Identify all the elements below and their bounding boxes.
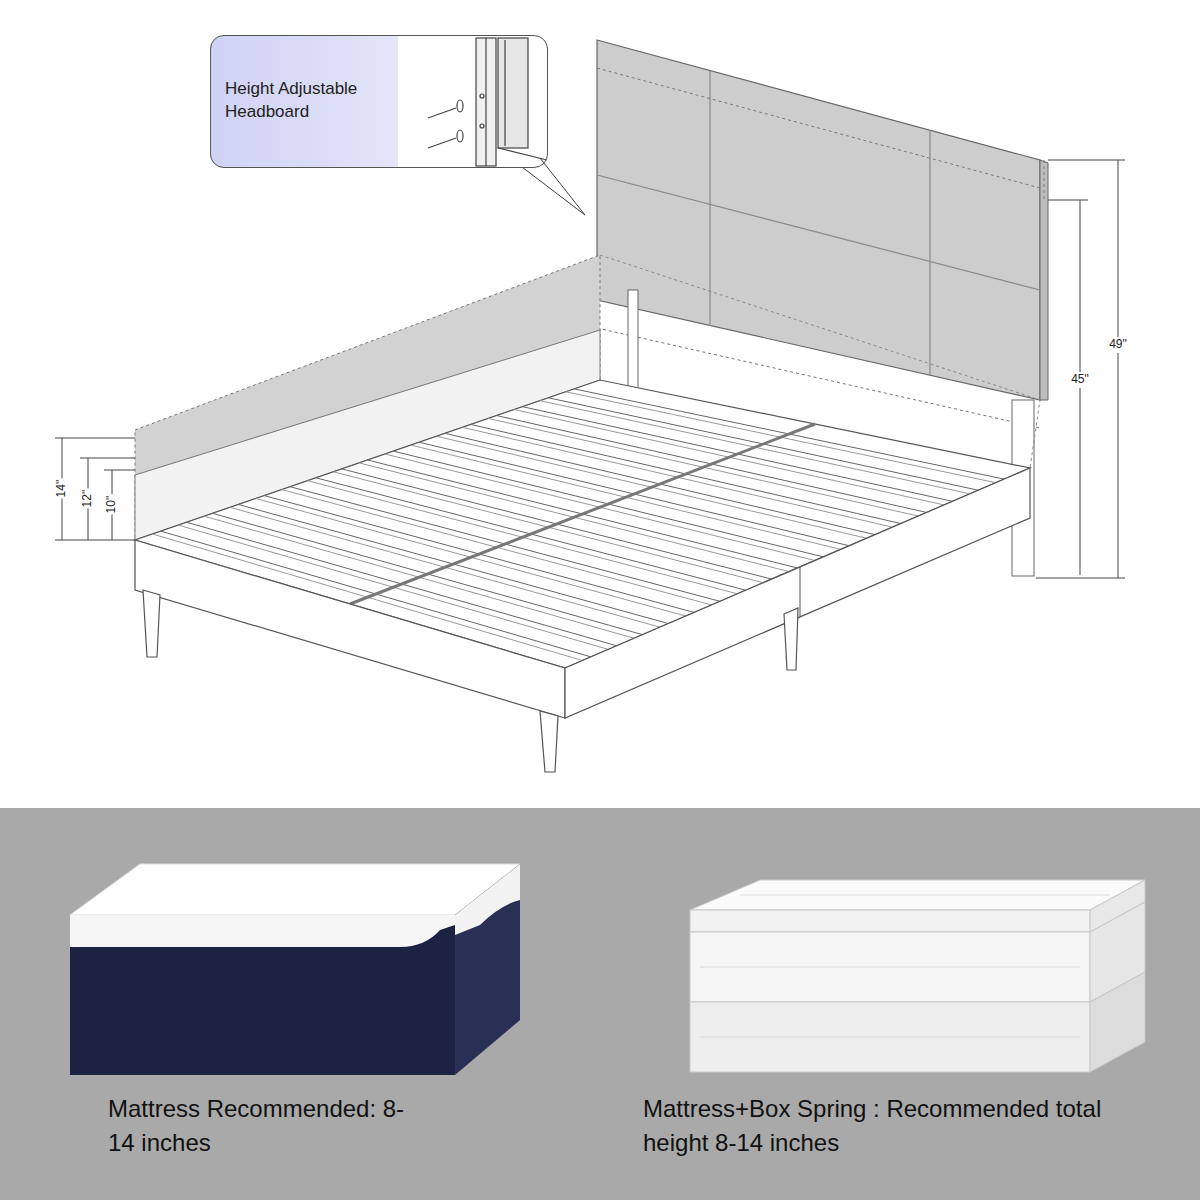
- headboard: [597, 40, 1040, 400]
- frame-front: [135, 540, 565, 718]
- dimension-label: 14": [54, 479, 69, 499]
- dimension-label: 45": [1070, 372, 1090, 387]
- mattress-note: Mattress Recommended: 8-14 inches: [108, 1092, 408, 1159]
- callout-box: Height Adjustable Headboard: [210, 35, 548, 168]
- inset-post: [428, 38, 547, 166]
- box-spring-note: Mattress+Box Spring : Recommended total …: [643, 1092, 1173, 1159]
- headboard-seams: [597, 71, 1040, 375]
- frame-side: [565, 468, 1030, 718]
- callout-pointer: [522, 158, 585, 215]
- headboard-edge: [1040, 160, 1048, 400]
- dimension-label: 49": [1108, 337, 1128, 352]
- legs: [143, 590, 798, 772]
- callout-ground: [210, 35, 548, 168]
- dimension-label: 10": [104, 495, 119, 515]
- dimension-label: 12": [80, 489, 95, 509]
- dimension-lines: [55, 160, 1125, 578]
- foam-mattress: [70, 864, 520, 1075]
- callout-text: Height Adjustable Headboard: [225, 78, 400, 124]
- bottom-band: [0, 808, 1200, 1200]
- mattress-box-spring: [690, 880, 1145, 1072]
- frame-joint: [800, 567, 801, 617]
- height-adjust-dash: [597, 68, 1044, 428]
- callout-inset: [398, 36, 547, 167]
